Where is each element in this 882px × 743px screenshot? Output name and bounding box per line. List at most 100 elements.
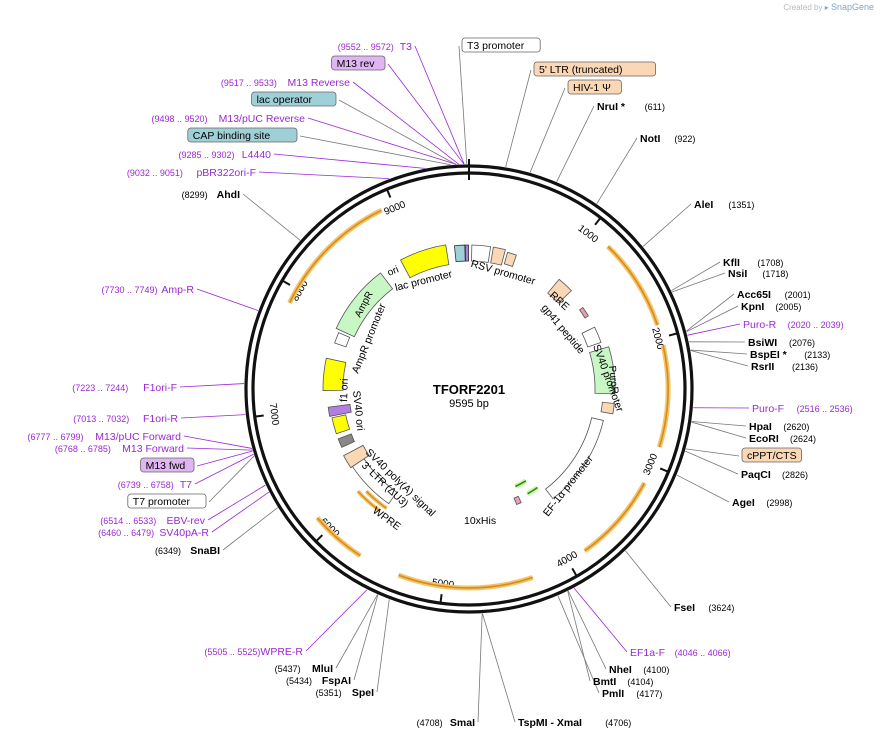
leader-fsei [625,550,672,608]
range-m13reverse: (9517 .. 9533) [221,78,277,88]
leader-lacop [338,99,456,165]
leader-m13pucfwd [183,435,253,449]
tick-label-9000: 9000 [383,199,408,218]
box-hiv [567,79,622,95]
label-bspei: BspEI * [750,349,788,361]
label-ecori: EcoRI [749,433,779,445]
range-fspai: (5434) [286,676,312,686]
label-ltr5: 5' LTR (truncated) [539,64,623,76]
leader-cap [299,135,451,166]
range-kpni: (2005) [775,302,801,312]
label-cppt: cPPT/CTS [747,450,797,462]
leader-m13reverse [352,81,459,165]
label-f1orir: F1ori-R [143,413,178,425]
range-nsii: (1718) [762,269,788,279]
range-nhei: (4100) [643,665,669,675]
leader-pmli [557,595,600,694]
box-t7prom [127,493,207,509]
label-pmli: PmlI [602,688,624,700]
label-puror: Puro-R [743,319,777,331]
label-purof: Puro-F [752,403,784,415]
feature-sv40-promoter [581,326,602,348]
box-t3prom [461,37,541,53]
range-rsrii: (2136) [792,362,818,372]
range-f1orir: (7013 .. 7032) [73,414,129,424]
label-wprer: WPRE-R [260,646,303,658]
box-lacop [251,91,337,107]
range-nrui: (611) [645,102,665,112]
plasmid-name: TFORF2201 [433,382,505,397]
range-puror: (2020 .. 2039) [788,320,844,330]
label-bsiwi: BsiWI [748,337,777,349]
feature-label-sv40-ori: SV40 ori [350,390,366,431]
feature-t3-m13 [464,244,469,262]
label-ebvrev: EBV-rev [166,515,205,527]
feature-arc-4 [316,517,361,557]
leader-noti [596,137,638,204]
tick-mark-8000 [282,280,291,286]
label-alei: AleI [694,199,713,211]
range-acc65i: (2001) [785,290,811,300]
leader-t3prom [458,45,468,165]
label-kpni: KpnI [741,301,764,313]
tick-mark-6000 [315,534,324,542]
range-bspei: (2133) [804,350,830,360]
feature-label-ori: ori [386,264,400,278]
label-lacop: lac operator [257,94,313,106]
range-ahdi: (8299) [182,190,208,200]
feature-label-rsv: RSV promoter [469,258,537,288]
leader-f1orif [179,383,245,388]
label-l4440: L4440 [242,149,271,161]
feature-cppt [600,401,615,415]
label-m13forward: M13 Forward [122,443,184,455]
leader-ampr [196,288,259,311]
feature-arc-5 [288,209,382,304]
box-ltr5 [533,61,656,77]
tick-label-1000: 1000 [576,223,601,246]
leader-t3 [414,45,465,165]
feature-arc-1 [658,345,669,448]
range-alei: (1351) [728,200,754,210]
range-purof: (2516 .. 2536) [797,404,853,414]
feature-sv40-polya [337,433,355,448]
range-wprer: (5505 .. 5525) [204,647,260,657]
label-smai: SmaI [450,717,475,729]
feature-m13-t7 [327,403,352,417]
leader-snabi [222,507,278,551]
leader-l4440 [273,153,425,169]
box-m13fwd [140,457,195,473]
range-ecori: (2624) [790,434,816,444]
range-hpai: (2620) [783,422,809,432]
leader-alei [642,203,692,247]
label-m13pucfwd: M13/pUC Forward [95,431,181,443]
tick-mark-3000 [659,467,668,473]
range-fsei: (3624) [708,603,734,613]
feature-his-tag [513,495,522,506]
label-ef1af: EF1a-F [630,647,665,659]
leader-t7prom [208,455,255,503]
label-cap: CAP binding site [193,130,271,142]
label-nrui: NruI * [597,101,626,113]
label-spei: SpeI [352,687,374,699]
feature-3ltr [343,444,370,469]
ef1a-arc-1 [515,480,527,488]
leader-ahdi [242,193,301,241]
label-t7: T7 [180,479,192,491]
box-cppt [741,447,802,463]
snapgene-logo-icon: ▸ [824,3,829,12]
label-nhei: NheI [609,664,632,676]
range-ebvrev: (6514 .. 6533) [100,516,156,526]
range-ef1af: (4046 .. 4066) [675,648,731,658]
range-agei: (2998) [766,498,792,508]
feature-hiv-psi [503,251,517,267]
range-pbr322: (9032 .. 9051) [127,168,183,178]
feature-puror [589,346,616,395]
plasmid-length: 9595 bp [449,398,489,410]
range-snabi: (6349) [155,546,181,556]
range-pmli: (4177) [636,689,662,699]
leader-hpai [691,421,747,427]
leader-mlui [335,594,378,669]
feature-arc-3 [398,574,533,589]
label-nsii: NsiI [728,268,747,280]
tick-label-3000: 3000 [642,452,661,477]
